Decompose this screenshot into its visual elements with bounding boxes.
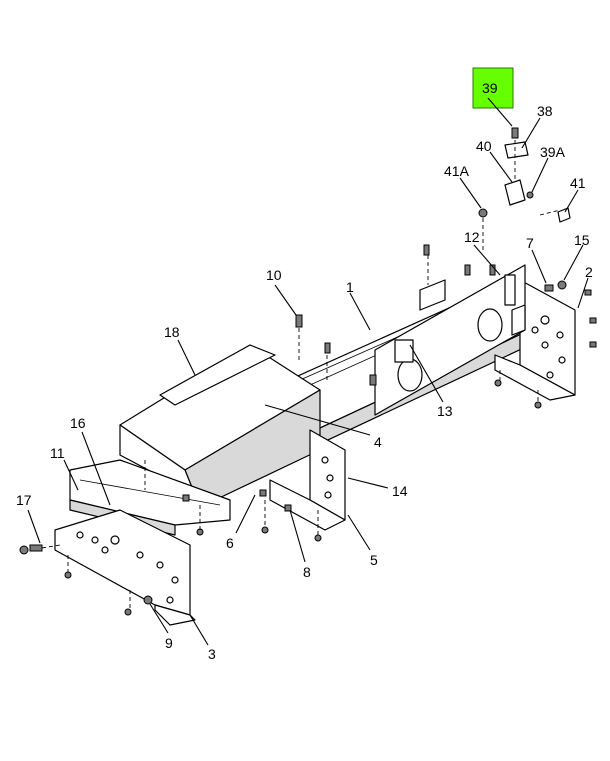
bracket-assembly-top [478,127,571,223]
right-end-bracket [494,279,576,401]
callout-4: 4 [374,434,382,450]
callout-15: 15 [574,232,590,248]
callout-8: 8 [303,564,311,580]
callout-10: 10 [266,267,282,283]
callout-5: 5 [370,552,378,568]
callout-9: 9 [165,635,173,651]
callout-16: 16 [70,415,86,431]
callout-39A: 39A [540,144,566,160]
callout-38: 38 [537,103,553,119]
callout-labels: 1 2 3 4 5 6 7 8 9 10 11 12 13 14 15 16 1… [16,103,593,662]
callout-41A: 41A [444,163,470,179]
callout-41: 41 [570,175,586,191]
callout-14: 14 [392,483,408,499]
callout-18: 18 [164,324,180,340]
callout-17: 17 [16,492,32,508]
callout-1: 1 [346,279,354,295]
callout-40: 40 [476,138,492,154]
callout-39-highlight[interactable]: 39 [472,67,514,109]
callout-6: 6 [226,535,234,551]
callout-11: 11 [50,445,65,461]
callout-12: 12 [464,229,480,245]
center-mount-plate [374,264,526,416]
leader-lines [27,97,589,646]
callout-13: 13 [437,403,453,419]
left-end-plate [54,509,196,626]
callout-7: 7 [526,235,534,251]
alignment-lines [41,140,561,610]
callout-2: 2 [585,264,593,280]
callout-39-label: 39 [482,80,498,96]
callout-3: 3 [208,646,216,662]
right-lower-bracket [269,429,346,531]
